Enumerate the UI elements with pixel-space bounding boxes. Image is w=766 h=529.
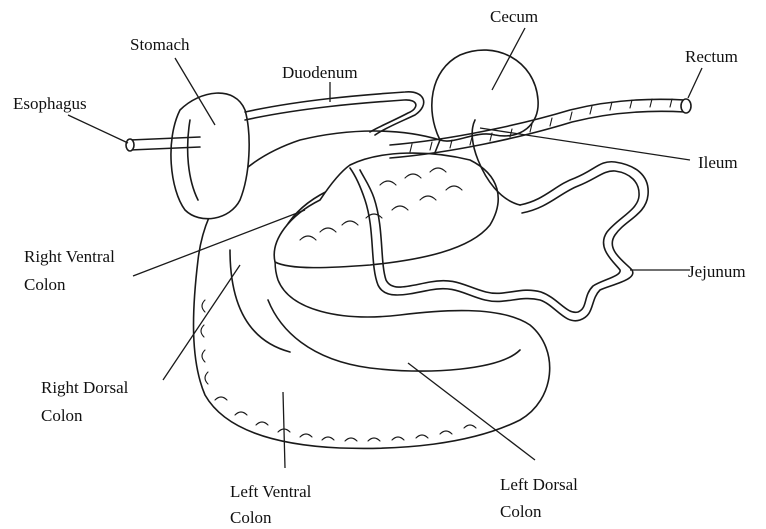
label-right-dorsal-colon-line1: Right Dorsal [41, 378, 129, 397]
duodenum-tube [245, 92, 424, 135]
label-rectum: Rectum [685, 47, 738, 66]
label-left-ventral-colon-line2: Colon [230, 508, 272, 527]
cecum-shape [432, 50, 538, 141]
label-stomach: Stomach [130, 35, 190, 54]
label-left-dorsal-colon-line1: Left Dorsal [500, 475, 578, 494]
label-duodenum: Duodenum [282, 63, 358, 82]
leader-esophagus [68, 115, 128, 143]
label-esophagus: Esophagus [13, 94, 87, 113]
label-left-ventral-colon-line1: Left Ventral [230, 482, 312, 501]
label-right-ventral-colon-line1: Right Ventral [24, 247, 115, 266]
label-ileum: Ileum [698, 153, 738, 172]
stomach-shape [171, 93, 249, 219]
label-left-dorsal-colon-line2: Colon [500, 502, 542, 521]
leader-rectum [688, 68, 702, 98]
label-right-ventral-colon-line2: Colon [24, 275, 66, 294]
label-right-dorsal-colon-line2: Colon [41, 406, 83, 425]
leader-ileum [480, 128, 690, 160]
label-cecum: Cecum [490, 7, 538, 26]
label-jejunum: Jejunum [688, 262, 746, 281]
